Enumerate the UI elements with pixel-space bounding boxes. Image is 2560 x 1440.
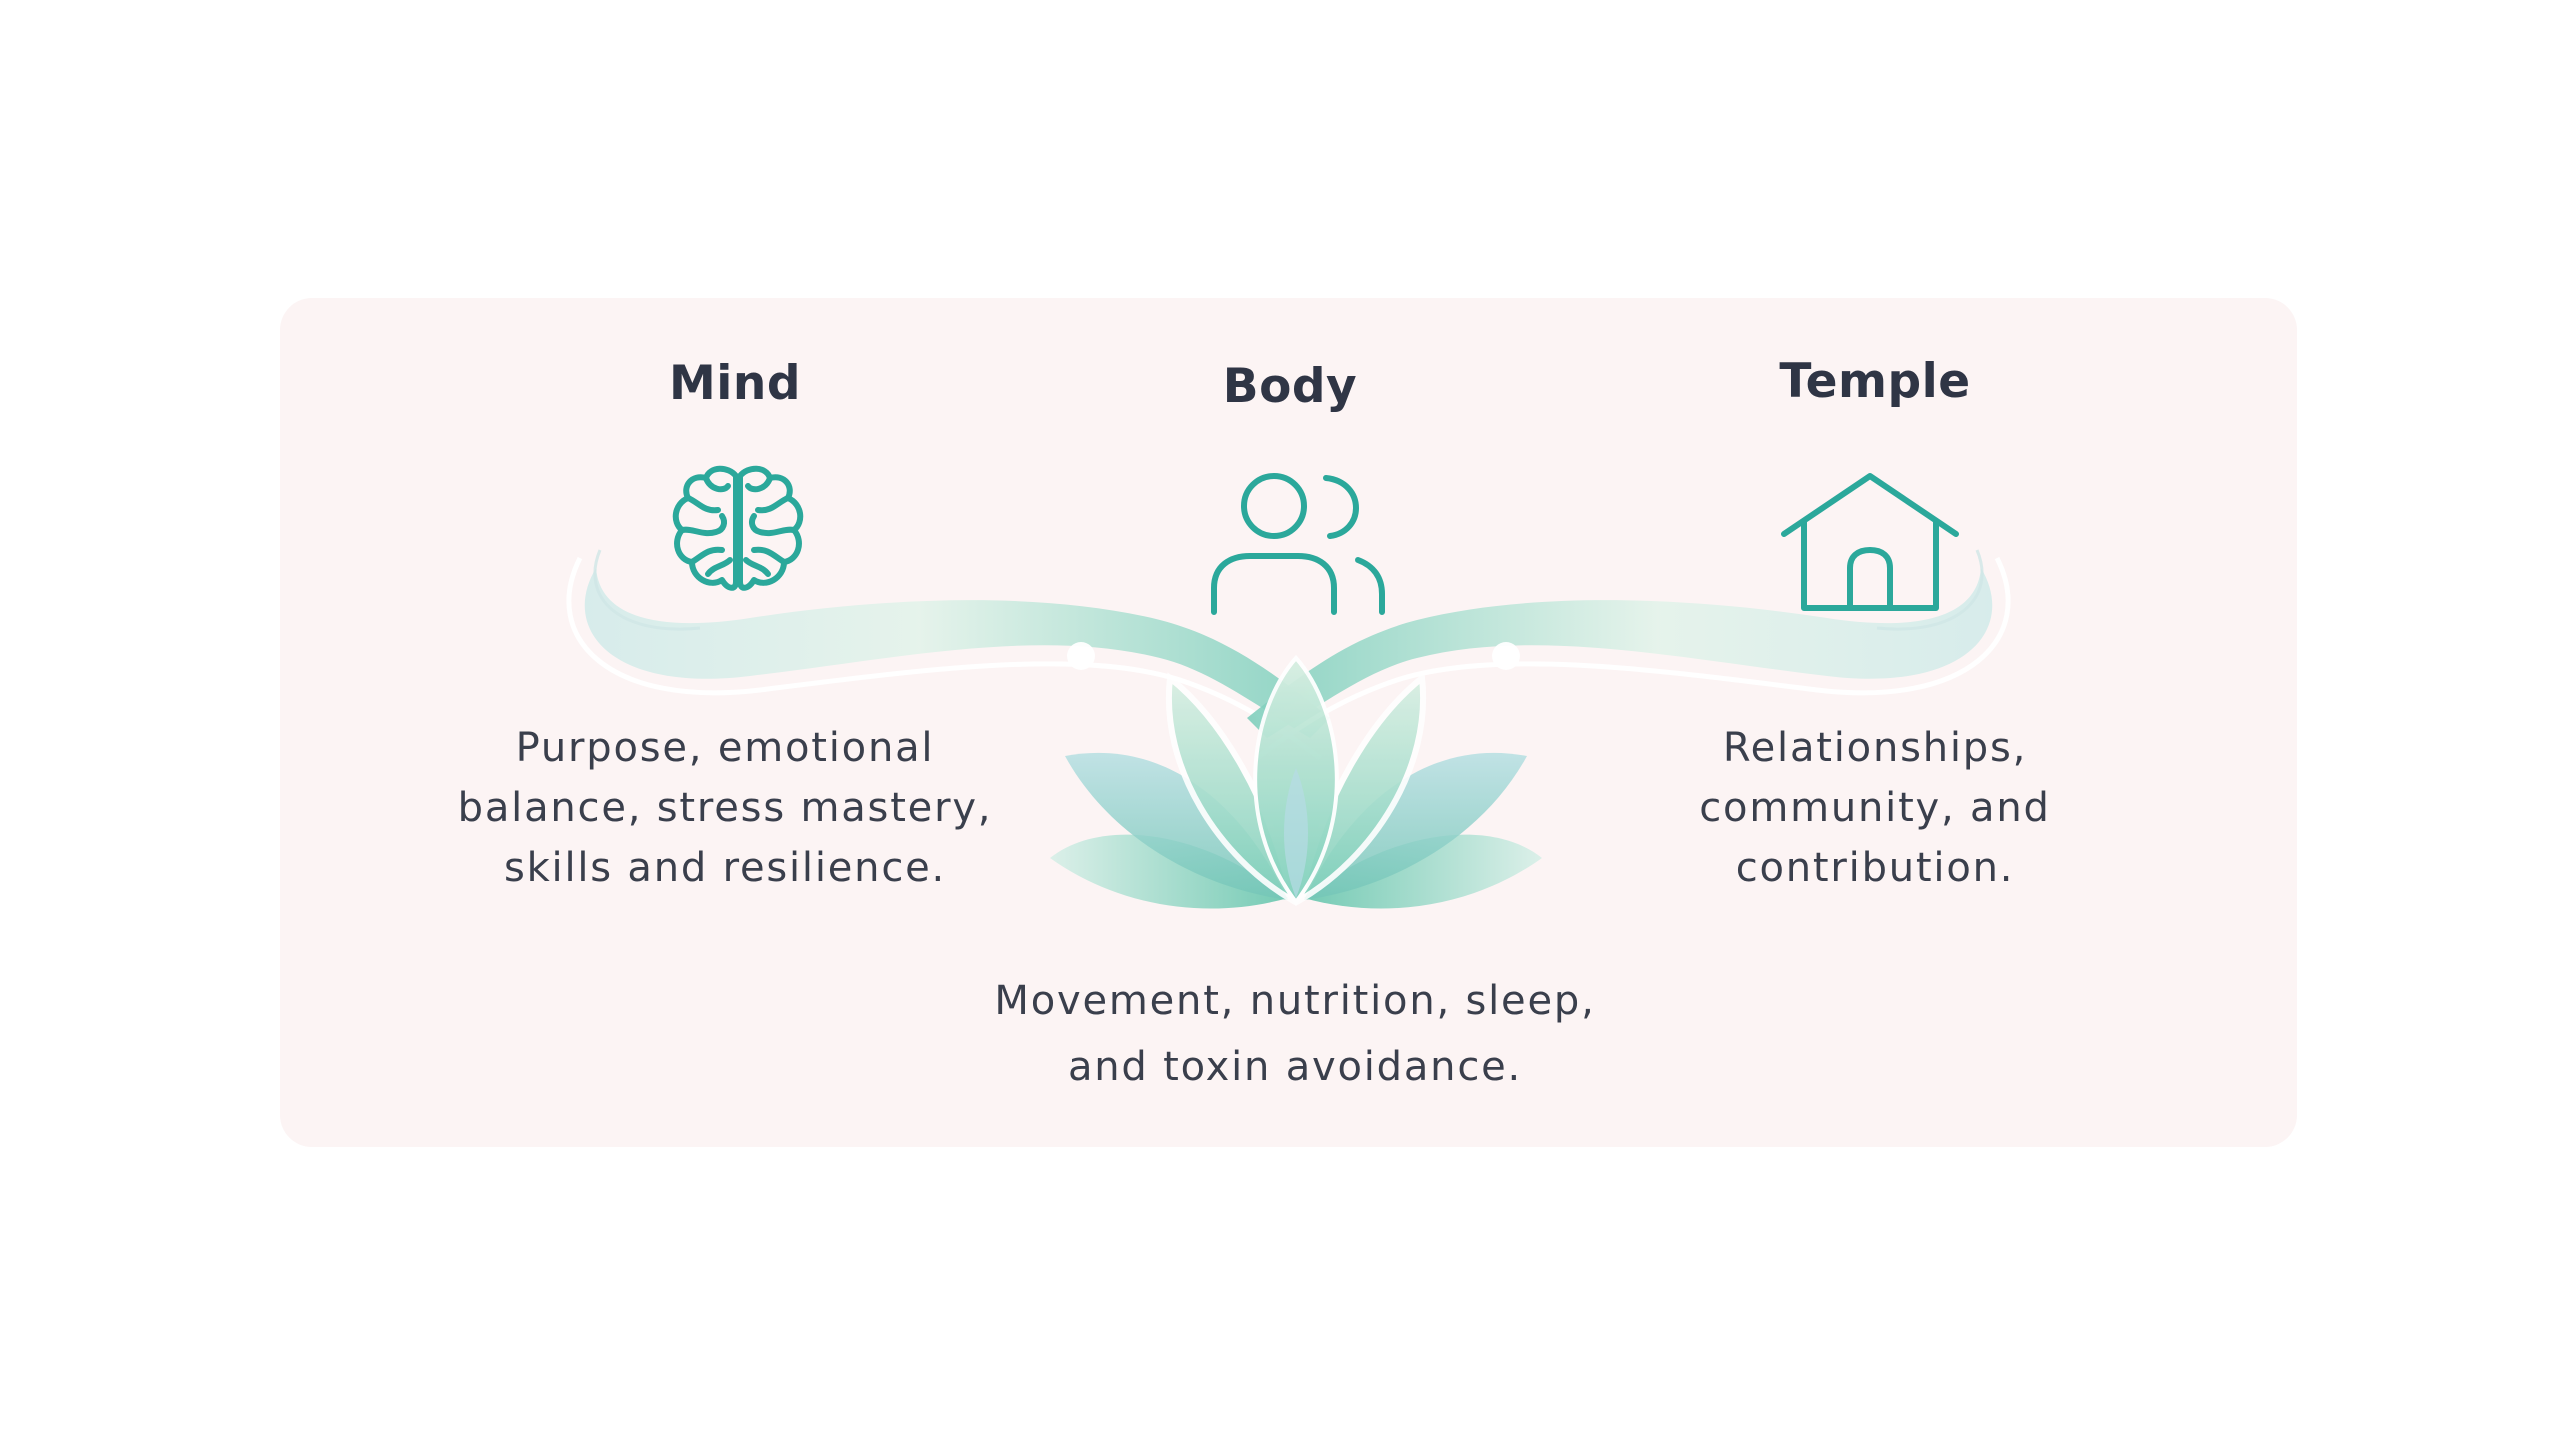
body-title: Body (1222, 359, 1358, 414)
mind-description: Purpose, emotional balance, stress maste… (457, 725, 993, 891)
temple-title: Temple (1779, 354, 1971, 409)
house-icon (1781, 473, 1959, 611)
temple-description: Relationships, community, and contributi… (1699, 725, 2051, 891)
mind-title: Mind (669, 356, 801, 411)
pillars-card: Mind Purpose, emotional balance, stress … (280, 298, 2297, 1147)
people-icon (1211, 473, 1385, 615)
lotus-swoosh-decoration (566, 549, 2011, 909)
body-description: Movement, nutrition, sleep, and toxin av… (994, 978, 1596, 1090)
brain-icon (672, 465, 804, 591)
